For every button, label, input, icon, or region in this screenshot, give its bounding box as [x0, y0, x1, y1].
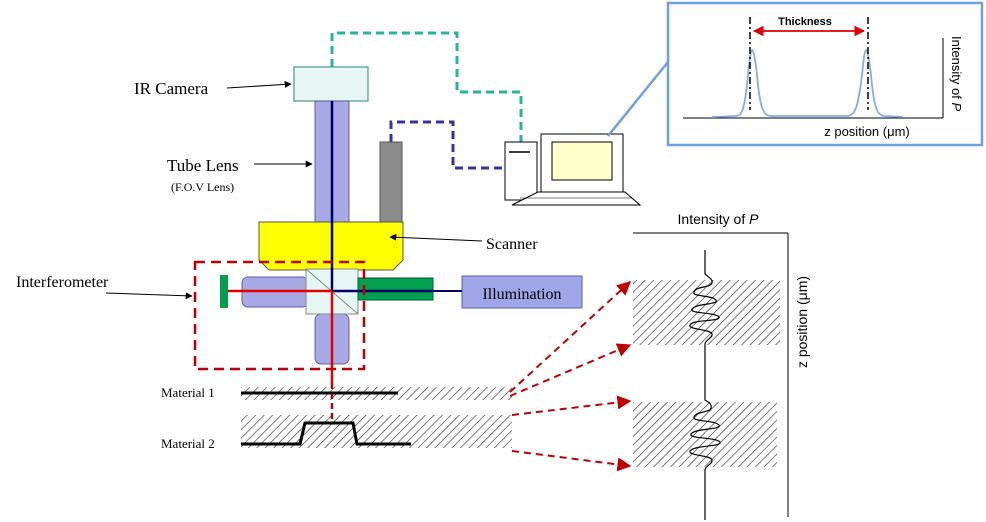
illumination-source [461, 275, 583, 309]
interferometer-label: Interferometer [16, 274, 109, 291]
mapping-arrow-2 [509, 343, 632, 397]
inset-pointer [607, 61, 669, 137]
scanner-cable [389, 120, 505, 170]
scanner-pointer [389, 233, 483, 242]
inset-x-axis-label: z position (μm) [824, 124, 910, 139]
reference-mirror [220, 275, 228, 308]
signal-x-axis-label: Intensity of P [678, 211, 760, 227]
camera-cable [330, 31, 523, 142]
interferometer-box [193, 260, 366, 371]
mapping-arrow-4 [511, 450, 632, 472]
illumination-lens [357, 277, 434, 301]
thickness-label: Thickness [778, 16, 832, 28]
material-2-label: Material 2 [161, 436, 215, 451]
inset-y-axis-label: Intensity of P [949, 36, 964, 111]
interferometer-pointer [105, 292, 193, 300]
material-2-surface [241, 421, 411, 446]
material-1-label: Material 1 [161, 385, 215, 400]
ir-camera-pointer [226, 80, 292, 89]
illumination-label: Illumination [482, 286, 561, 303]
ir-camera-body [293, 66, 369, 102]
mapping-arrow-3 [511, 395, 632, 416]
ir-camera-label: IR Camera [134, 79, 209, 98]
inset-intensity-curve [711, 49, 904, 118]
scanner-post [379, 141, 403, 223]
signal-y-axis-label: z position (μm) [794, 276, 810, 368]
computer-icon [504, 133, 642, 206]
interference-signal [689, 250, 721, 520]
fov-lens-label: (F.O.V Lens) [171, 180, 234, 194]
mapping-arrow-1 [509, 281, 632, 393]
signal-hatch-upper [633, 280, 780, 345]
scanner-label: Scanner [486, 236, 538, 253]
tube-lens-label: Tube Lens [167, 156, 239, 175]
